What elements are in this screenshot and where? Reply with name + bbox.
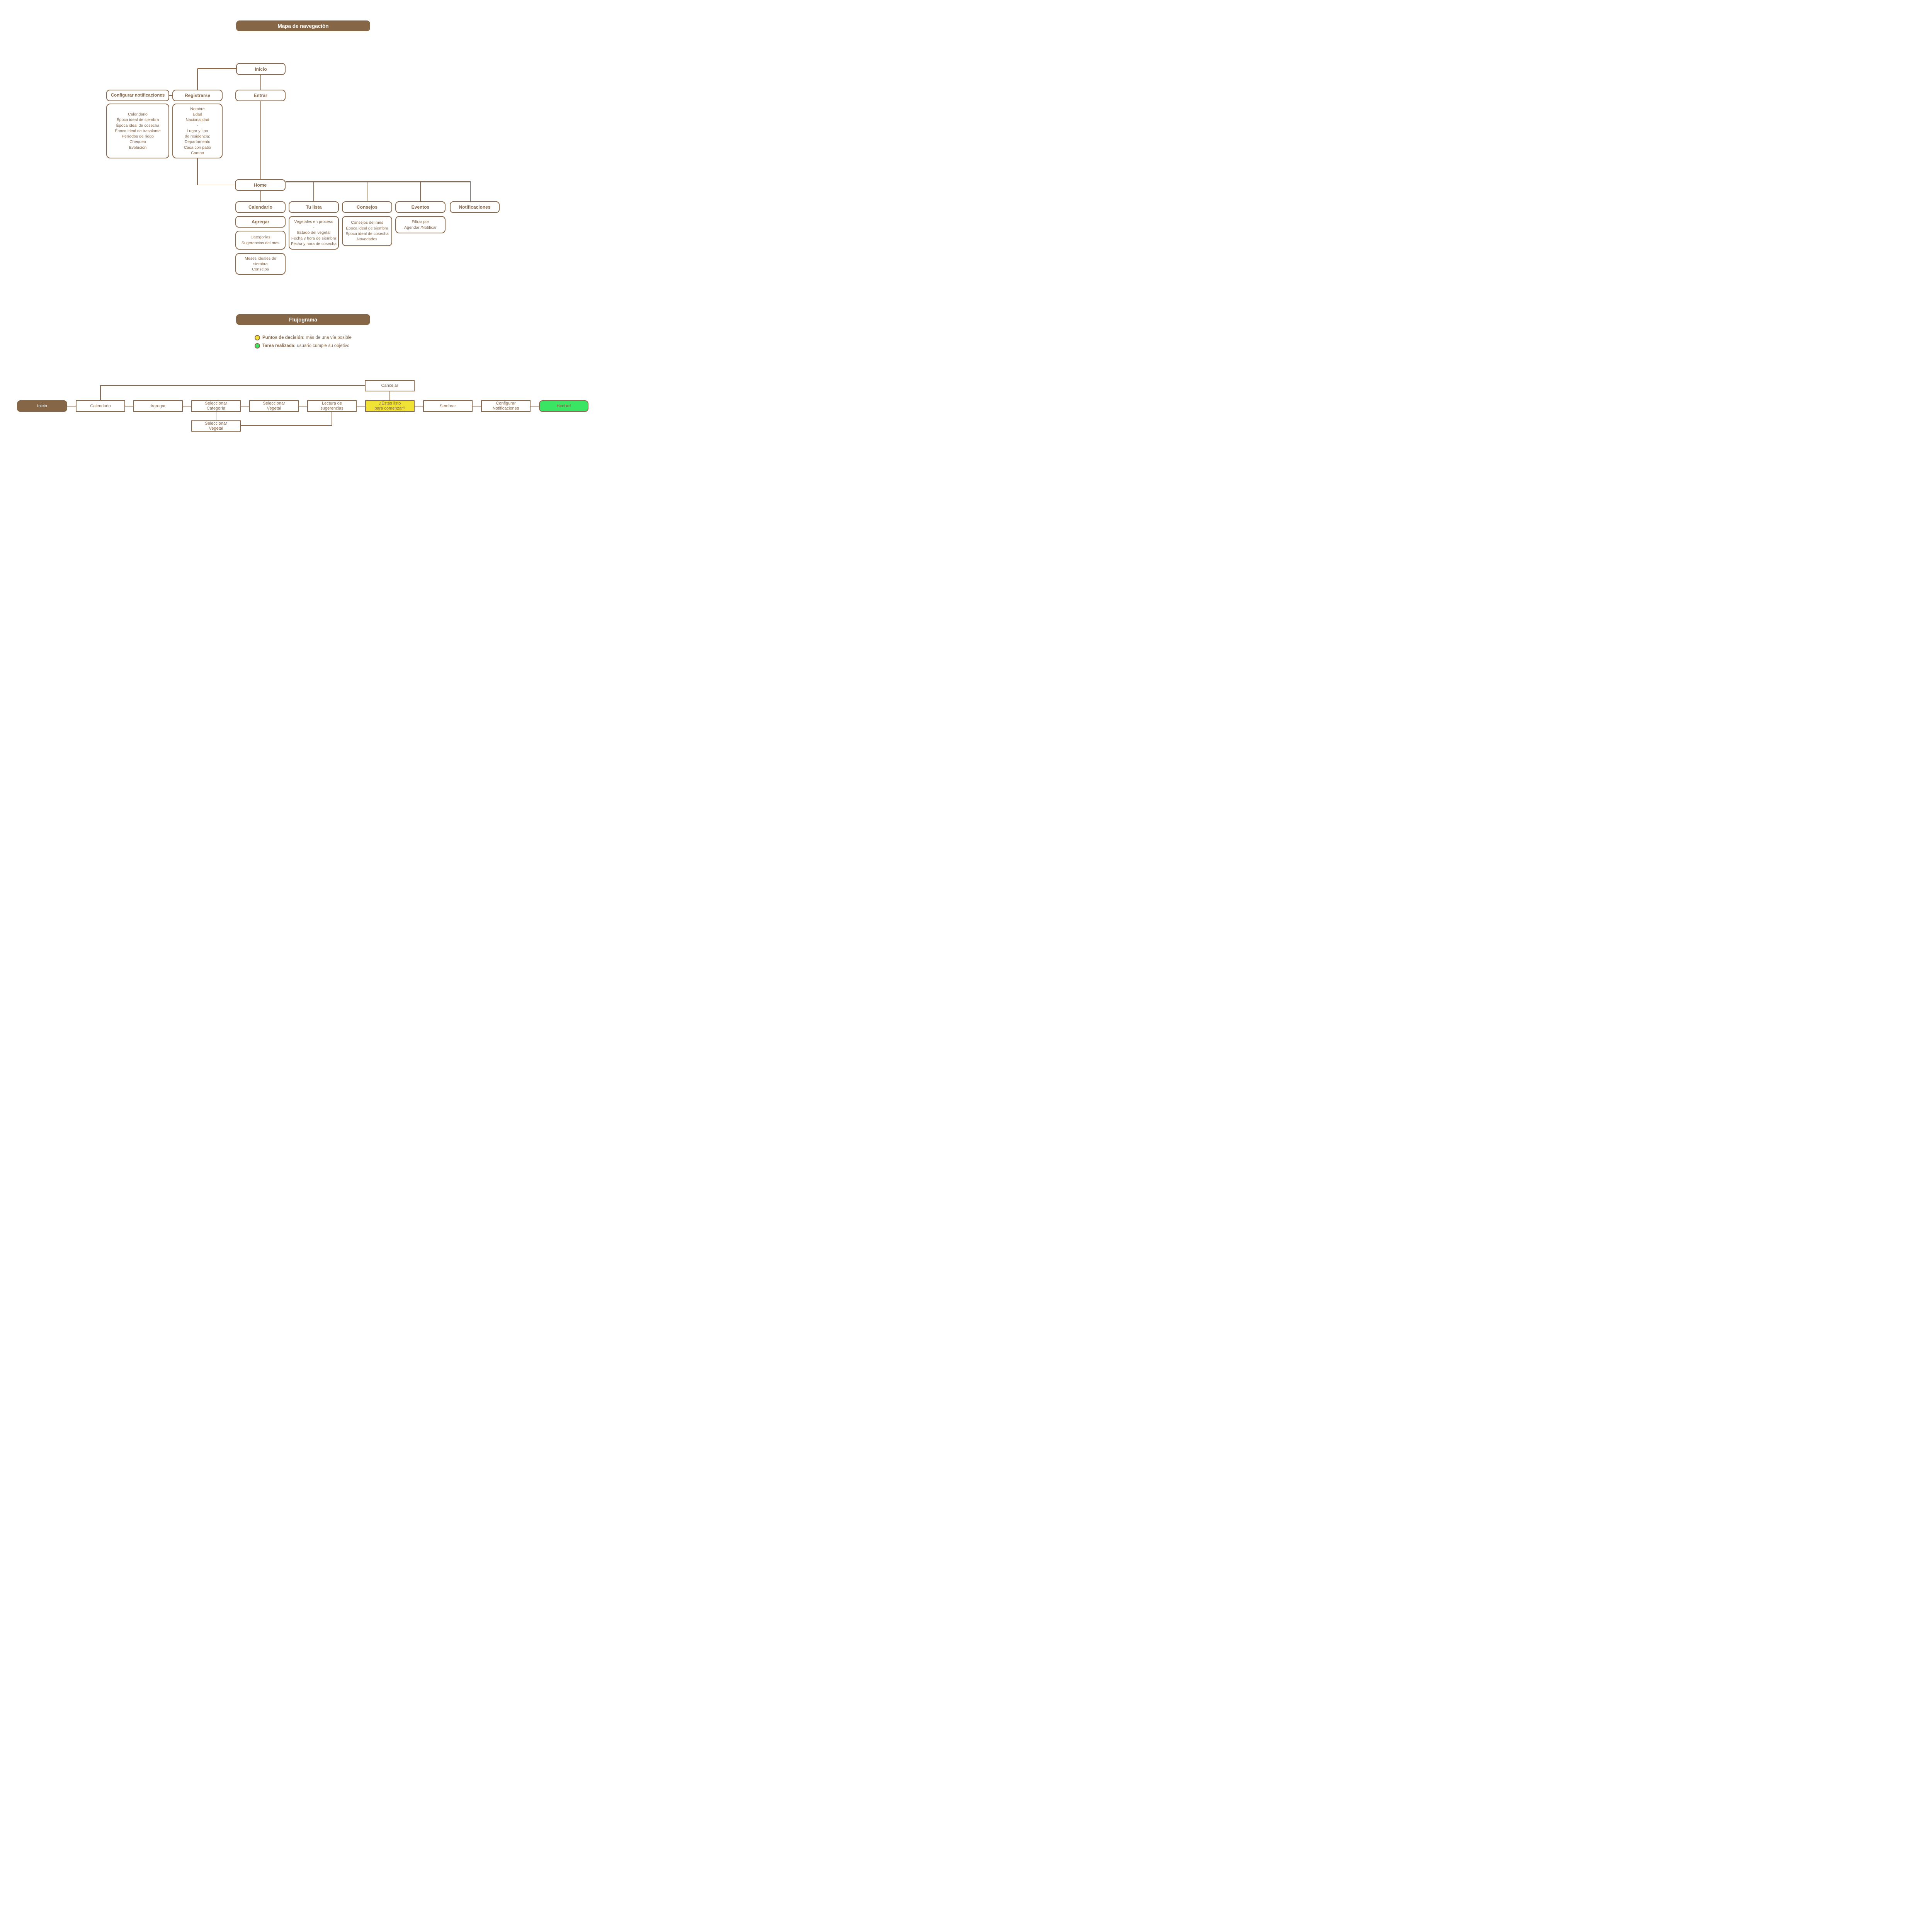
flow-node-seleccionar-vegetal-2: Seleccionar Vegetal bbox=[191, 420, 241, 432]
flow-node-cancelar: Cancelar bbox=[365, 380, 415, 391]
connector bbox=[197, 68, 236, 69]
connector bbox=[420, 182, 421, 201]
nav-node-registrarse: Registrarse bbox=[172, 90, 223, 101]
flow-node-seleccionar-categoria: Seleccionar Categoría bbox=[191, 400, 241, 412]
nav-map-title: Mapa de navegación bbox=[236, 20, 370, 31]
connector bbox=[260, 191, 261, 201]
legend-decision-desc: más de una vía posible bbox=[304, 335, 352, 340]
flow-node-configurar-notificaciones: Configurar Notificaciones bbox=[481, 400, 531, 412]
connector bbox=[241, 425, 332, 426]
legend-decision-term: Puntos de decisión: bbox=[262, 335, 305, 340]
nav-node-inicio: Inicio bbox=[236, 63, 286, 75]
connector bbox=[260, 75, 261, 90]
legend-done-term: Tarea realizada: bbox=[262, 344, 296, 348]
flow-node-inicio: Inicio bbox=[17, 400, 67, 412]
connector bbox=[100, 385, 365, 386]
nav-list-categorias: Categorías Sugerencias del mes bbox=[235, 231, 286, 250]
legend-done: Tarea realizada: usuario cumple su objet… bbox=[262, 343, 349, 349]
legend-done-desc: usuario cumple su objetivo bbox=[296, 344, 350, 348]
connector bbox=[216, 412, 217, 420]
nav-list-consejos-detalle: Consejos del mes Época ideal de siembra … bbox=[342, 216, 392, 246]
nav-list-registro-detalle: Nombre Edad Nacionalidad - Lugar y tipo … bbox=[172, 104, 223, 158]
flowchart-title: Flujograma bbox=[236, 314, 370, 325]
nav-list-meses-ideales: Meses ideales de siembra Consejos bbox=[235, 253, 286, 275]
flow-node-hecho: Hecho! bbox=[539, 400, 588, 412]
legend-decision: Puntos de decisión: más de una vía posib… bbox=[262, 335, 352, 340]
connector bbox=[169, 95, 172, 96]
flow-node-sembrar: Sembrar bbox=[423, 400, 473, 412]
flow-node-calendario: Calendario bbox=[76, 400, 125, 412]
flow-node-seleccionar-vegetal: Seleccionar Vegetal bbox=[249, 400, 299, 412]
nav-node-entrar: Entrar bbox=[235, 90, 286, 101]
connector bbox=[389, 391, 390, 400]
nav-node-consejos: Consejos bbox=[342, 201, 392, 213]
nav-node-notificaciones: Notificaciones bbox=[450, 201, 500, 213]
flow-node-decision-listo: ¿Estás listo para comenzar? bbox=[365, 400, 415, 412]
connector bbox=[260, 101, 261, 179]
nav-node-agregar: Agregar bbox=[235, 216, 286, 228]
flow-node-agregar: Agregar bbox=[133, 400, 183, 412]
connector bbox=[313, 182, 314, 201]
connector bbox=[286, 181, 471, 182]
nav-node-tu-lista: Tu lista bbox=[289, 201, 339, 213]
nav-node-calendario: Calendario bbox=[235, 201, 286, 213]
decision-point-dot bbox=[255, 335, 260, 340]
nav-node-home: Home bbox=[235, 179, 286, 191]
connector bbox=[100, 386, 101, 400]
connector bbox=[197, 69, 198, 90]
nav-list-tu-lista-detalle: Vegetales en proceso - Estado del vegeta… bbox=[289, 216, 339, 250]
connector bbox=[470, 182, 471, 201]
nav-list-configurar-detalle: Calendario Época ideal de siembra Época … bbox=[106, 104, 169, 158]
nav-node-configurar-notificaciones: Configurar notificaciones bbox=[106, 90, 169, 101]
nav-node-eventos: Eventos bbox=[395, 201, 446, 213]
diagram-canvas: Mapa de navegación Inicio Configurar not… bbox=[0, 0, 601, 455]
nav-list-eventos-detalle: Filtrar por Agendar /Notificar bbox=[395, 216, 446, 233]
connector bbox=[197, 158, 198, 185]
task-done-dot bbox=[255, 343, 260, 349]
flow-node-lectura-sugerencias: Lectura de sugerencias bbox=[307, 400, 357, 412]
